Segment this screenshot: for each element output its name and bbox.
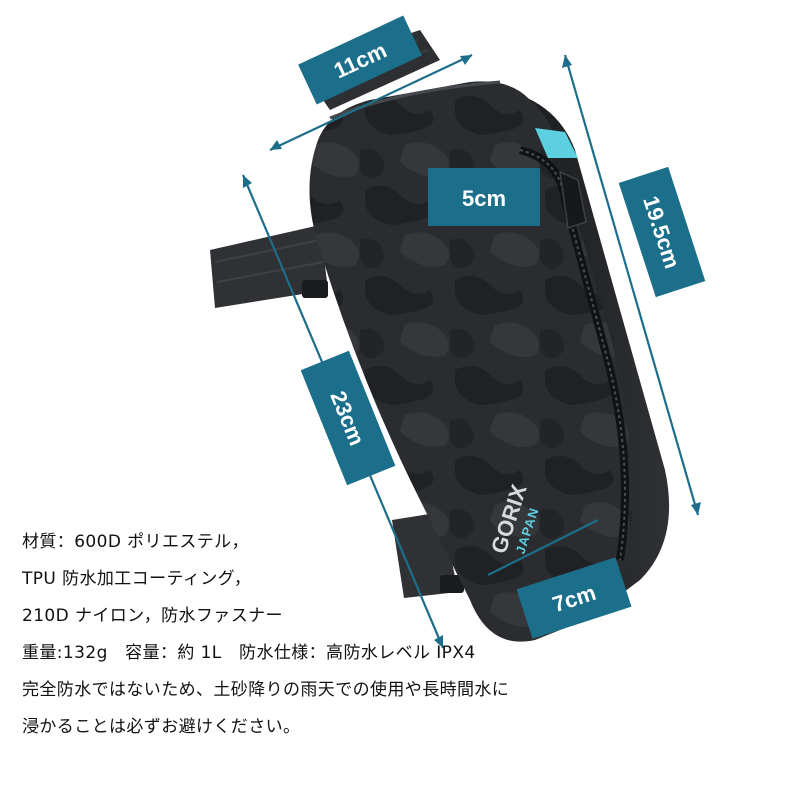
spec-line-coating: TPU 防水加工コーティング， <box>22 569 252 589</box>
dim-arrow-height-front <box>562 54 701 516</box>
spec-line-nylon: 210D ナイロン，防水ファスナー <box>22 606 283 626</box>
spec-line-material: 材質：600D ポリエステル， <box>22 532 249 552</box>
dim-arrow-width-top <box>269 54 473 151</box>
zipper-pull-icon[interactable] <box>559 170 587 229</box>
strap-middle <box>210 225 328 308</box>
spec-line-warning-1: 完全防水ではないため、土砂降りの雨天での使用や長時間水に <box>22 680 510 700</box>
dim-label-length-back: 23cm <box>300 350 396 486</box>
svg-text:5cm: 5cm <box>462 186 506 211</box>
bag-body <box>309 81 632 642</box>
dim-label-bottom: 7cm <box>516 557 632 639</box>
dim-label-height-front: 19.5cm <box>618 166 706 298</box>
dim-label-depth: 5cm <box>428 168 540 226</box>
accent-tab <box>535 128 578 158</box>
spec-line-warning-2: 浸かることは必ずお避けください。 <box>22 717 301 737</box>
spec-line-weight-capacity: 重量:132g 容量：約 1L 防水仕様：高防水レベル IPX4 <box>22 643 476 663</box>
spec-text-block: 材質：600D ポリエステル， TPU 防水加工コーティング， 210D ナイロ… <box>22 532 662 754</box>
dim-arrow-bottom <box>487 519 599 576</box>
